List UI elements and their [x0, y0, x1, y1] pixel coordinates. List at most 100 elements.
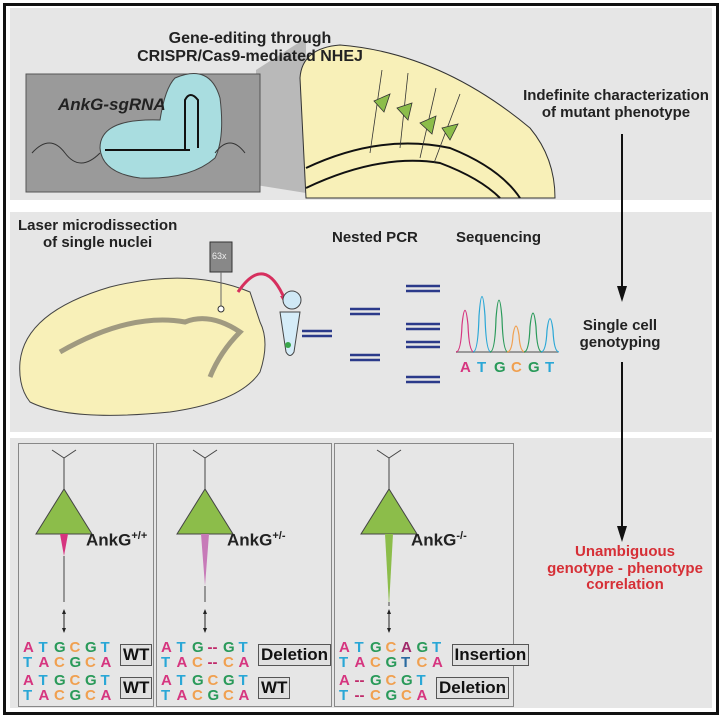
neuron-diagram	[360, 449, 418, 633]
sequence-base: G	[385, 654, 398, 671]
objective-label: 63x	[212, 251, 227, 261]
sequence-base: C	[54, 654, 65, 671]
chromatogram-peak	[540, 318, 560, 353]
sequence-base: G	[370, 672, 382, 689]
sequence-base: T	[176, 672, 186, 689]
sequence-base: T	[238, 639, 248, 656]
outcome-line: Indefinite characterization	[523, 87, 709, 104]
pcr-tube	[279, 311, 301, 356]
allele-label: Deletion	[436, 677, 510, 699]
genotype-superscript: +/-	[272, 530, 286, 542]
white-matter-line-2	[305, 159, 501, 199]
chromatogram-peak	[489, 299, 509, 353]
sequence-base: --	[354, 687, 365, 704]
sequence-base: A	[100, 654, 112, 671]
sequence-base: G	[385, 687, 398, 704]
neuron-diagram	[176, 449, 234, 633]
sequence-base: A	[401, 639, 412, 656]
cas9-protein	[99, 73, 223, 179]
axon-initial-segment	[201, 534, 209, 586]
chromatogram-base: C	[511, 359, 522, 376]
sequence-base: --	[207, 654, 218, 671]
sequence-base: A	[238, 654, 250, 671]
allele-label: WT	[120, 677, 153, 699]
sequence-base: T	[38, 672, 48, 689]
sequence-base: A	[238, 687, 250, 704]
sequence-base: G	[370, 639, 382, 656]
dna-right	[214, 142, 246, 154]
title-line: CRISPR/Cas9-mediated NHEJ	[137, 47, 363, 65]
outcome-line: of mutant phenotype	[541, 103, 691, 121]
sequence-base: T	[339, 687, 349, 704]
sequence-base: T	[23, 654, 33, 671]
sequence-base: T	[161, 654, 171, 671]
sequence-base: G	[192, 639, 204, 656]
nucleus-in-tube	[285, 342, 291, 348]
label-line: Laser microdissection	[18, 217, 178, 234]
panel-genotyping: Laser microdissection of single nuclei 6…	[10, 212, 712, 432]
correlation-outcome: Unambiguous genotype - phenotype correla…	[530, 543, 720, 594]
axon-initial-segment	[60, 534, 68, 556]
dna-left	[31, 142, 101, 164]
sequence-base: A	[23, 639, 34, 656]
sequence-base: A	[161, 672, 172, 689]
neuron-diagram	[35, 449, 93, 633]
sequence-base: C	[370, 687, 381, 704]
transfer-arrow	[236, 272, 287, 301]
sequence-base: G	[207, 687, 220, 704]
sequence-base: G	[54, 639, 66, 656]
genotype-label: AnkG-/-	[411, 530, 467, 551]
outcome-line: genotype - phenotype	[547, 559, 703, 577]
chromatogram-base: T	[477, 359, 487, 376]
sequence-base: C	[370, 654, 381, 671]
sequencing-label: Sequencing	[456, 229, 542, 246]
sequence-base: A	[354, 654, 366, 671]
sequence-base: A	[176, 687, 188, 704]
allele-label: Deletion	[258, 644, 332, 666]
sequence-base: T	[432, 639, 442, 656]
sequence-base: C	[416, 654, 428, 671]
genotype-superscript: +/+	[131, 530, 148, 542]
sequence-base: T	[176, 639, 186, 656]
sequence-base: C	[223, 654, 234, 671]
sequence-base: A	[339, 672, 350, 689]
white-matter-line	[305, 142, 521, 199]
sequence-base: T	[100, 672, 110, 689]
soma	[360, 488, 418, 535]
chromatogram-peak	[523, 312, 543, 353]
sequence-base: C	[192, 654, 203, 671]
sequence-base: A	[38, 654, 50, 671]
outcome-line: Single cell	[582, 317, 658, 334]
sequence-base: C	[69, 672, 81, 689]
panel-gene-editing: Gene-editing through CRISPR/Cas9-mediate…	[10, 8, 712, 200]
sequence-base: G	[223, 672, 235, 689]
panel1-title: Gene-editing through CRISPR/Cas9-mediate…	[130, 30, 370, 65]
sequence-base: C	[192, 687, 203, 704]
chromatogram-base: A	[460, 359, 471, 376]
sequence-base: G	[85, 672, 97, 689]
allele-label: Insertion	[451, 644, 530, 666]
soma	[176, 488, 234, 535]
chromatogram-peak	[455, 309, 475, 353]
sequence-base: C	[401, 687, 412, 704]
lmd-label: Laser microdissection of single nuclei	[18, 217, 178, 251]
genotype-label: AnkG+/+	[86, 530, 147, 551]
gene-name: AnkG	[411, 530, 457, 550]
sequence-base: T	[161, 687, 171, 704]
chromatogram-peak	[506, 325, 526, 353]
allele-label: WT	[258, 677, 291, 699]
panel1-illustration	[25, 38, 556, 199]
sequence-base: A	[100, 687, 112, 704]
dissected-nucleus	[217, 305, 225, 313]
sequence-base: T	[401, 654, 411, 671]
outcome-line: correlation	[586, 576, 664, 593]
chromatogram-base: G	[494, 359, 506, 376]
sequence-base: T	[100, 639, 110, 656]
genotype-label: AnkG+/-	[227, 530, 286, 551]
sequence-base: G	[192, 672, 204, 689]
sequence-base: G	[54, 672, 66, 689]
